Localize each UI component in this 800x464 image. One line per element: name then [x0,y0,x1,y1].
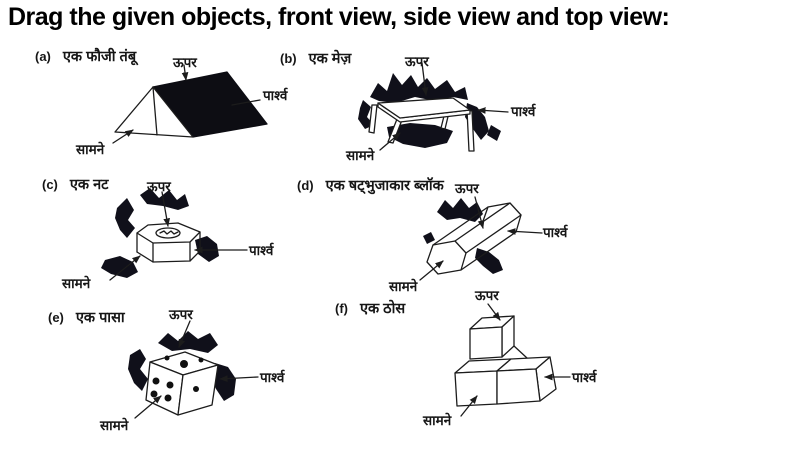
tent-drawing[interactable] [30,45,300,167]
front-arrow [419,260,444,281]
page-title: Drag the given objects, front view, side… [8,3,670,31]
label-top-view: ऊपर [147,179,171,194]
figure-header: (e) एक पासा [48,307,125,327]
nut-thread-marks [159,230,179,235]
figure-marker: (a) [35,49,51,64]
label-top-view: ऊपर [405,54,429,69]
nut-shape [136,222,201,263]
figure-tent: (a) एक फौजी तंबू ऊपर पार्श्व सामने [30,45,300,167]
pointer-arrows [460,303,571,417]
figure-name: एक षट्भुजाकार ब्लॉक [325,178,444,194]
figure-name: एक ठोस [360,301,406,317]
label-front-view: सामने [389,279,418,294]
label-side-view: पार्श्व [543,225,568,240]
figure-header: (d) एक षट्भुजाकार ब्लॉक [297,175,444,195]
die-drawing[interactable] [40,303,300,438]
scribble-shadows [101,188,219,278]
label-front-view: सामने [76,142,105,157]
tent-pole [152,86,158,136]
pointer-arrows [112,64,261,144]
label-side-view: पार्श्व [260,370,285,385]
side-arrow [477,107,509,114]
label-front-view: सामने [346,148,375,163]
figure-header: (f) एक ठोस [335,298,405,318]
top-arrow [487,303,501,321]
label-side-view: पार्श्व [249,243,274,258]
label-top-view: ऊपर [173,55,197,70]
figure-marker: (e) [48,310,64,325]
tent-front-face [114,86,194,138]
scribble-shadows [358,73,501,148]
scribble-shadows [423,198,503,274]
die-shape [145,351,219,416]
figure-marker: (b) [280,51,297,66]
figure-hex-block: (d) एक षट्भुजाकार ब्लॉक ऊपर पार्श्व सामन… [295,172,595,300]
figure-header: (a) एक फौजी तंबू [35,46,136,66]
label-top-view: ऊपर [455,181,479,196]
solid-shape [454,315,557,407]
front-arrow [109,255,141,281]
side-pointer [231,99,261,106]
pointer-arrows [419,196,543,281]
label-front-view: सामने [62,276,91,291]
side-arrow [219,375,259,382]
figure-name: एक नट [69,177,109,193]
figure-die: (e) एक पासा ऊपर पार्श्व सामने [40,303,300,438]
pointer-arrows [134,320,259,419]
label-front-view: सामने [100,418,129,433]
table-shape [368,97,475,152]
side-arrow [507,228,543,235]
front-arrow [379,132,401,151]
top-cube-front [469,326,503,360]
figure-nut: (c) एक नट ऊपर पार्श्व सामने [35,170,295,302]
label-front-view: सामने [423,413,452,428]
top-arrow [181,64,189,81]
solid-drawing[interactable] [330,285,620,440]
table-leg [368,104,378,134]
tabletop [377,97,471,119]
label-side-view: पार्श्व [511,104,536,119]
front-arrow [112,129,134,144]
top-arrow [161,191,171,227]
nut-hole [155,227,181,239]
figure-solid: (f) एक ठोस ऊपर पार्श्व सामने [330,285,620,440]
left-cube-front [454,370,498,407]
table-drawing[interactable] [275,45,545,167]
right-cube-front [496,368,541,405]
pointer-arrows [109,191,248,281]
label-side-view: पार्श्व [263,88,288,103]
hex-block-drawing[interactable] [295,172,595,300]
label-top-view: ऊपर [475,288,499,303]
top-arrow [474,196,485,229]
scribble-shadows [128,331,236,401]
figure-name: एक मेज़ [308,51,352,67]
label-top-view: ऊपर [169,307,193,322]
figure-marker: (f) [335,301,348,316]
nut-drawing[interactable] [35,170,295,302]
figure-table: (b) एक मेज़ ऊपर पार्श्व सामने [275,45,545,167]
figure-marker: (d) [297,178,314,193]
front-arrow [460,395,478,417]
tent-shape [114,71,268,138]
top-arrow [178,320,191,348]
front-arrow [134,395,162,419]
figure-name: एक पासा [75,310,125,326]
top-arrow [421,62,429,96]
figure-header: (b) एक मेज़ [280,48,351,68]
figure-marker: (c) [42,177,58,192]
figure-name: एक फौजी तंबू [62,49,137,65]
figure-header: (c) एक नट [42,174,108,194]
pointer-arrows [379,62,509,151]
label-side-view: पार्श्व [572,370,597,385]
